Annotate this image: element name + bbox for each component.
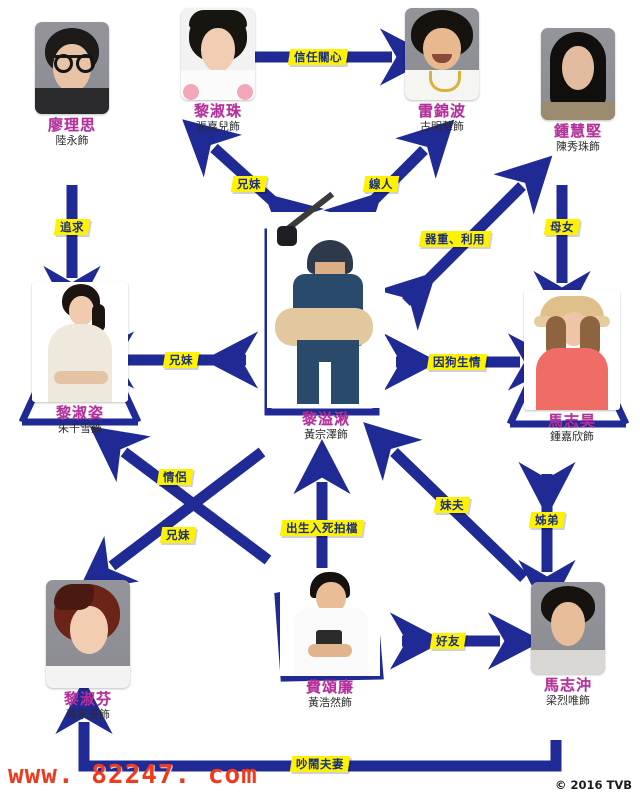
character-name: 黎溢湫 [301,410,350,428]
character-name: 費頌廉 [305,678,354,696]
character-card-fei[interactable]: 費頌廉 黃浩然飾 [270,572,390,709]
character-actor: 蔣家旻飾 [66,707,110,721]
character-actor: 朱千雪飾 [58,421,102,435]
relation-label-r13: 姊弟 [528,512,566,528]
relation-label-r5: 器重、利用 [418,231,492,247]
character-name: 馬志昊 [547,412,596,430]
character-name: 雷錦波 [417,102,466,120]
arrow-r12 [363,422,528,582]
portrait-chung [541,28,615,120]
portrait-lui [405,8,479,100]
portrait-laisz [32,282,128,402]
relation-label-r10: 兄妹 [159,527,197,543]
character-card-laisz[interactable]: 黎淑姿 朱千雪飾 [20,282,140,435]
character-name: 黎淑珠 [193,102,242,120]
portrait-laisf [46,580,130,688]
character-name: 黎淑芬 [63,690,112,708]
character-actor: 陸永飾 [55,133,89,147]
relation-label-r11: 出生入死拍檔 [279,520,365,536]
relation-label-r6: 母女 [543,219,581,235]
relation-label-r8: 因狗生情 [426,354,488,370]
portrait-lai [267,191,385,408]
relation-label-r4: 追求 [53,219,91,235]
character-card-mach[interactable]: 馬志昊 鍾嘉欣飾 [512,290,632,443]
character-card-chung[interactable]: 鍾慧堅 陳秀珠飾 [518,28,638,153]
portrait-laisc [181,8,255,100]
portrait-mach [524,290,620,410]
character-card-lai[interactable]: 黎溢湫 黃宗澤飾 [252,191,400,441]
relation-label-r9: 情侶 [156,469,194,485]
character-card-lui[interactable]: 雷錦波 古明華飾 [382,8,502,133]
portrait-liu [35,22,109,114]
relation-label-r15: 吵鬧夫妻 [289,756,351,772]
character-actor: 陳秀珠飾 [556,139,600,153]
relation-label-r3: 線人 [362,176,400,192]
watermark: www. 82247. com [8,760,258,790]
character-actor: 黃浩然飾 [308,695,352,709]
character-name: 鍾慧堅 [553,122,602,140]
character-actor: 古明華飾 [420,119,464,133]
character-card-liu[interactable]: 廖理思 陸永飾 [12,22,132,147]
portrait-fei [280,572,380,676]
arrow-r9 [89,426,272,565]
copyright-notice: © 2016 TVB [554,778,632,792]
character-name: 黎淑姿 [55,404,104,422]
relation-label-r14: 好友 [429,633,467,649]
character-card-laisc[interactable]: 黎淑珠 張嘉兒飾 [158,8,278,133]
character-actor: 梁烈唯飾 [546,693,590,707]
relation-label-r7: 兄妹 [162,352,200,368]
relation-label-r12: 妹夫 [433,497,471,513]
portrait-macc [531,582,605,674]
character-actor: 張嘉兒飾 [196,119,240,133]
character-actor: 鍾嘉欣飾 [550,429,594,443]
relation-label-r2: 兄妹 [230,176,268,192]
character-card-macc[interactable]: 馬志沖 梁烈唯飾 [508,582,628,707]
character-card-laisf[interactable]: 黎淑芬 蔣家旻飾 [28,580,148,721]
character-name: 馬志沖 [543,676,592,694]
relation-label-r1: 信任關心 [287,49,349,65]
character-name: 廖理思 [47,116,96,134]
character-actor: 黃宗澤飾 [304,427,348,441]
